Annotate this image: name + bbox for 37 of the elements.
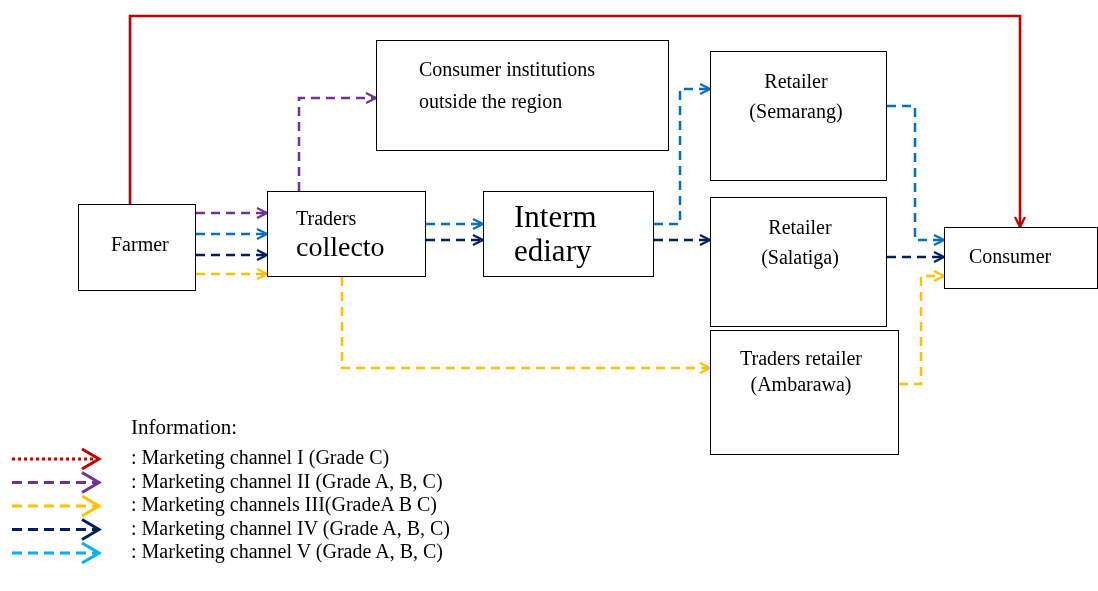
- arrow: [196, 267, 269, 281]
- process-box: [483, 191, 654, 277]
- arrow: [128, 14, 1027, 229]
- node-label: Interm ediary: [514, 200, 598, 269]
- arrow: [196, 206, 269, 220]
- legend-heading: Information:: [131, 416, 238, 440]
- legend-text: : Marketing channel V (Grade A, B, C): [131, 540, 443, 562]
- node-label: Retailer (Salatiga): [760, 215, 840, 271]
- arrow: [426, 217, 485, 231]
- legend-text: : Marketing channel II (Grade A, B, C): [131, 469, 443, 492]
- arrow: [899, 269, 946, 386]
- arrow: [887, 250, 946, 264]
- legend-text: : Marketing channels III(GradeA B C): [131, 493, 437, 515]
- legend-text: : Marketing channel I (Grade C): [131, 446, 390, 468]
- process-box: [710, 51, 887, 181]
- arrow: [426, 233, 485, 247]
- node-label: Traders: [296, 206, 358, 230]
- process-box: [267, 191, 426, 277]
- node-label: Retailer (Semarang): [748, 69, 844, 125]
- process-box: [710, 330, 899, 455]
- legend-text: : Marketing channel IV (Grade A, B, C): [131, 516, 450, 539]
- node-label: Traders retailer (Ambarawa): [739, 346, 863, 397]
- node-label: collecto: [296, 230, 386, 264]
- arrow: [654, 82, 712, 226]
- process-box: [376, 40, 669, 151]
- arrow: [297, 91, 378, 191]
- process-box: [710, 197, 887, 327]
- process-box: [78, 204, 196, 291]
- arrow: [196, 227, 269, 241]
- arrow: [887, 104, 946, 247]
- process-box: [944, 227, 1098, 289]
- arrow: [340, 277, 712, 375]
- node-label: Consumer institutions outside the region: [419, 57, 597, 115]
- arrow: [196, 248, 269, 262]
- arrow: [654, 233, 712, 247]
- node-label: Farmer: [111, 232, 170, 256]
- node-label: Consumer: [969, 244, 1053, 268]
